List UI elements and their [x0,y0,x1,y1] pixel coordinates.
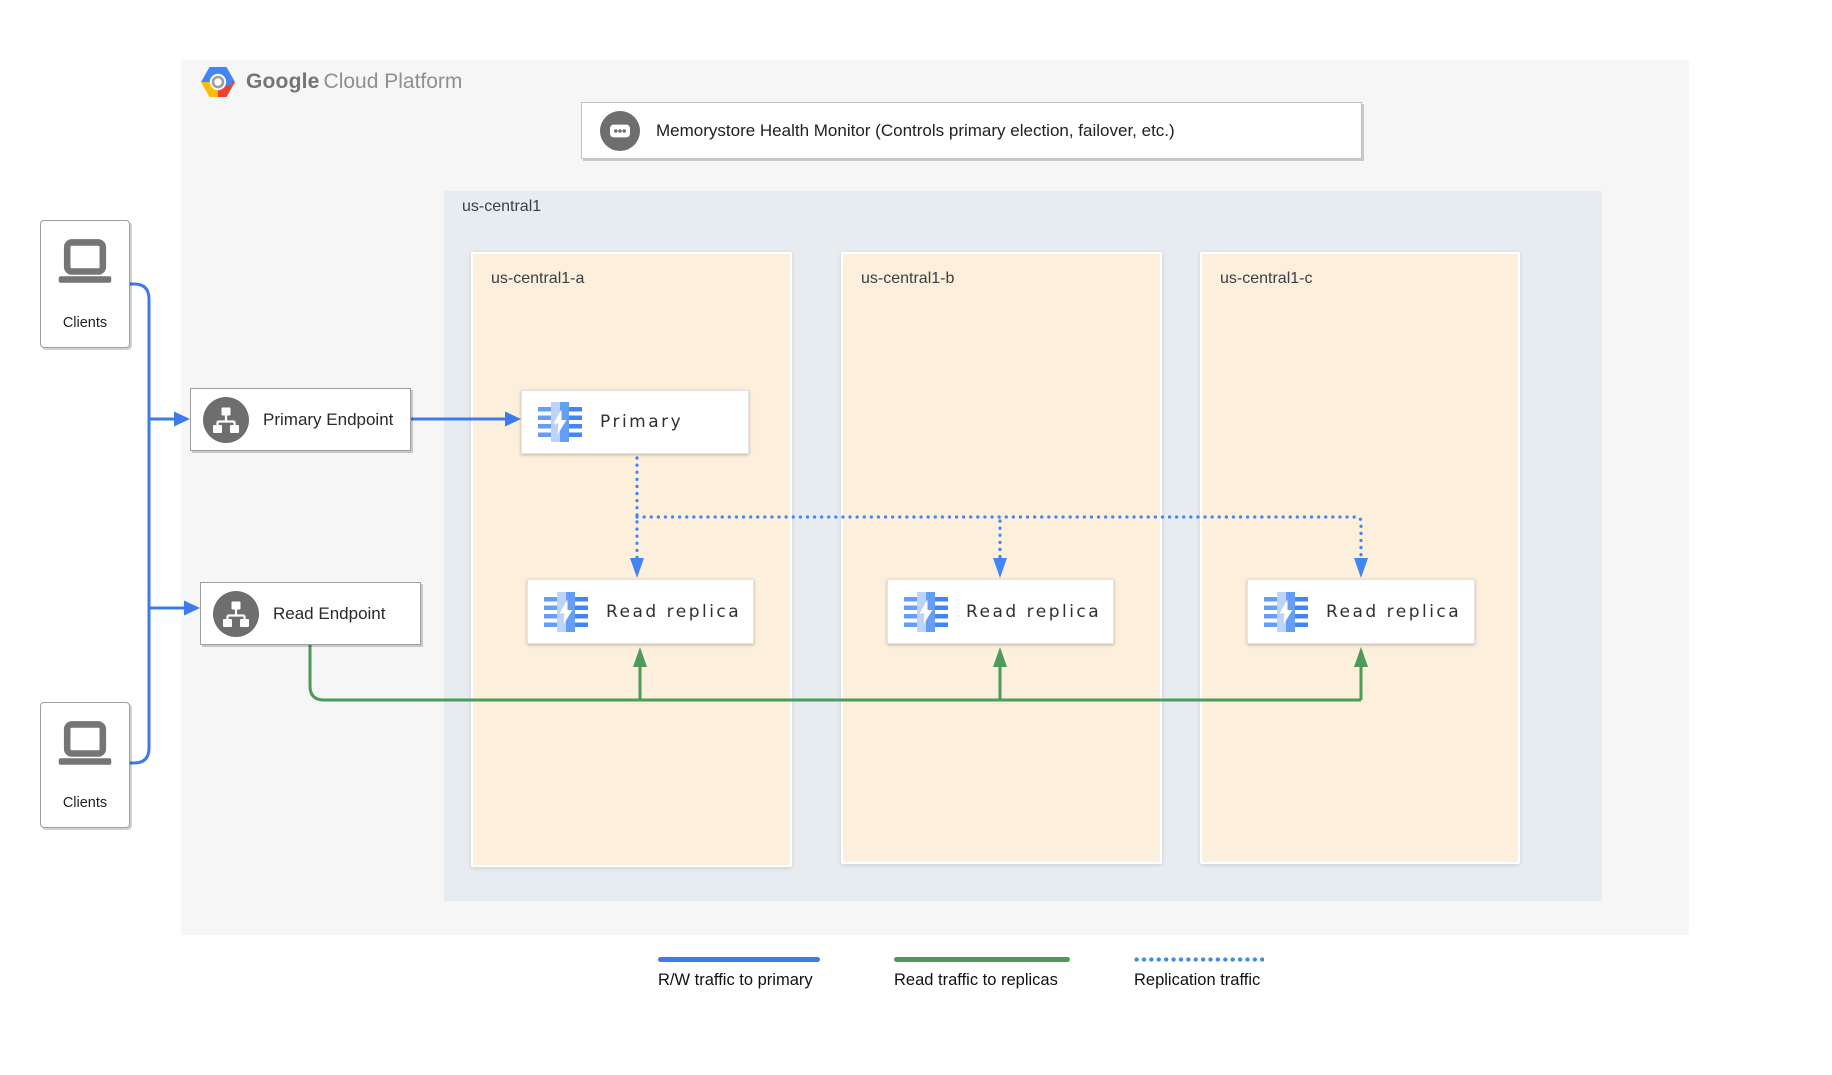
read-endpoint-card: Read Endpoint [200,582,421,645]
rw-traffic-clients-trunk [129,282,151,765]
node-label: Read replica [606,601,742,622]
node-read-replica-a: Read replica [527,579,754,644]
legend-label: Replication traffic [1134,971,1261,989]
node-primary: Primary [521,390,749,454]
chat-ellipsis-icon [600,110,640,151]
network-endpoint-icon [203,396,249,443]
primary-endpoint-card: Primary Endpoint [190,388,411,451]
health-monitor-label: Memorystore Health Monitor (Controls pri… [656,120,1175,140]
legend-label: Read traffic to replicas [894,971,1058,989]
memorystore-icon [1264,591,1308,632]
zone-us-central1-b: us-central1-b [841,252,1162,864]
clients-card-top: Clients [40,220,130,348]
gcp-logo-platform-text: Cloud Platform [323,70,463,93]
read-endpoint-label: Read Endpoint [273,603,386,623]
legend-line-solid-green [894,957,1070,962]
gcp-logo-google-text: Google [246,70,320,93]
laptop-icon [55,239,115,289]
memorystore-icon [544,591,588,632]
primary-endpoint-label: Primary Endpoint [263,409,394,429]
clients-label: Clients [62,315,108,331]
memorystore-icon [904,591,948,632]
zone-label: us-central1-b [861,270,955,287]
zone-label: us-central1-a [491,270,585,287]
clients-card-bottom: Clients [40,702,130,828]
legend-item-rw-traffic: R/W traffic to primary [658,957,820,990]
node-read-replica-c: Read replica [1247,579,1475,644]
legend-line-dotted-blue [1134,957,1264,962]
legend-item-replication-traffic: Replication traffic [1134,957,1264,990]
node-label: Read replica [966,601,1102,622]
node-label: Read replica [1326,601,1462,622]
legend-line-solid-blue [658,957,820,962]
node-label: Primary [600,412,684,432]
region-label: us-central1 [462,198,542,215]
health-monitor-card: Memorystore Health Monitor (Controls pri… [581,102,1362,159]
gcp-hexagon-logo-icon [200,66,236,98]
zone-label: us-central1-c [1220,270,1313,287]
network-endpoint-icon [213,590,259,637]
zone-us-central1-a: us-central1-a [471,252,792,867]
legend-label: R/W traffic to primary [658,971,813,989]
laptop-icon [55,721,115,771]
memorystore-icon [538,402,582,442]
legend-item-read-traffic: Read traffic to replicas [894,957,1070,990]
zone-us-central1-c: us-central1-c [1200,252,1520,864]
node-read-replica-b: Read replica [887,579,1114,644]
clients-label: Clients [62,795,108,811]
